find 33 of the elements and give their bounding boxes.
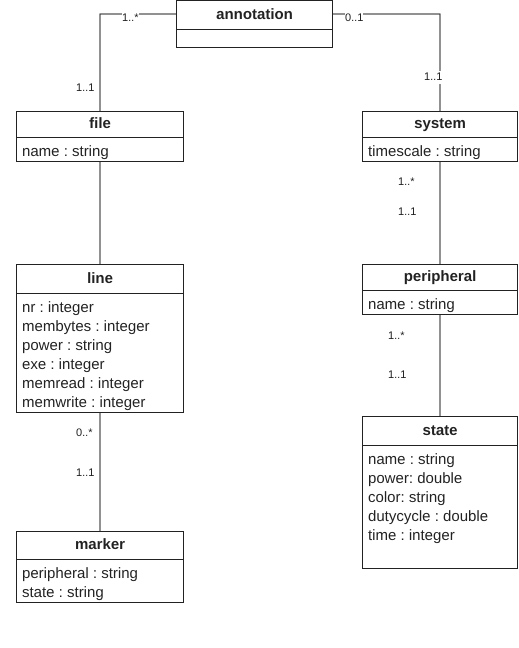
class-box — [362, 111, 518, 162]
class-name: line — [87, 268, 113, 289]
class-box — [176, 0, 333, 48]
attribute-text: name : string — [368, 295, 456, 314]
class-box — [16, 531, 184, 603]
attribute-text: state : string — [22, 583, 105, 602]
attribute-text: color: string — [368, 488, 447, 507]
attribute-text: dutycycle : double — [368, 507, 490, 526]
class-box — [362, 264, 518, 315]
class-name: annotation — [216, 4, 293, 25]
class-box — [16, 264, 184, 413]
attribute-text: time : integer — [368, 526, 456, 545]
class-name: marker — [74, 535, 126, 556]
attribute-text: power: double — [368, 469, 464, 488]
multiplicity-label: 1..1 — [424, 71, 442, 84]
class-box — [16, 111, 184, 162]
attribute-text: peripheral : string — [22, 564, 139, 583]
attribute-text: timescale : string — [368, 142, 482, 161]
association-line — [332, 14, 440, 112]
association-line — [100, 14, 176, 112]
class-name: peripheral — [404, 267, 476, 288]
class-name: file — [89, 114, 111, 134]
attribute-text: exe : integer — [22, 355, 106, 374]
attribute-text: nr : integer — [22, 298, 95, 317]
attribute-text: memread : integer — [22, 374, 145, 393]
class-box — [362, 416, 518, 569]
attribute-text: name : string — [22, 142, 110, 161]
attribute-text: memwrite : integer — [22, 393, 146, 412]
class-name: state — [422, 420, 458, 441]
class-name: system — [414, 114, 466, 134]
attribute-text: name : string — [368, 450, 456, 469]
attribute-text: power : string — [22, 336, 114, 355]
attribute-text: membytes : integer — [22, 317, 151, 336]
